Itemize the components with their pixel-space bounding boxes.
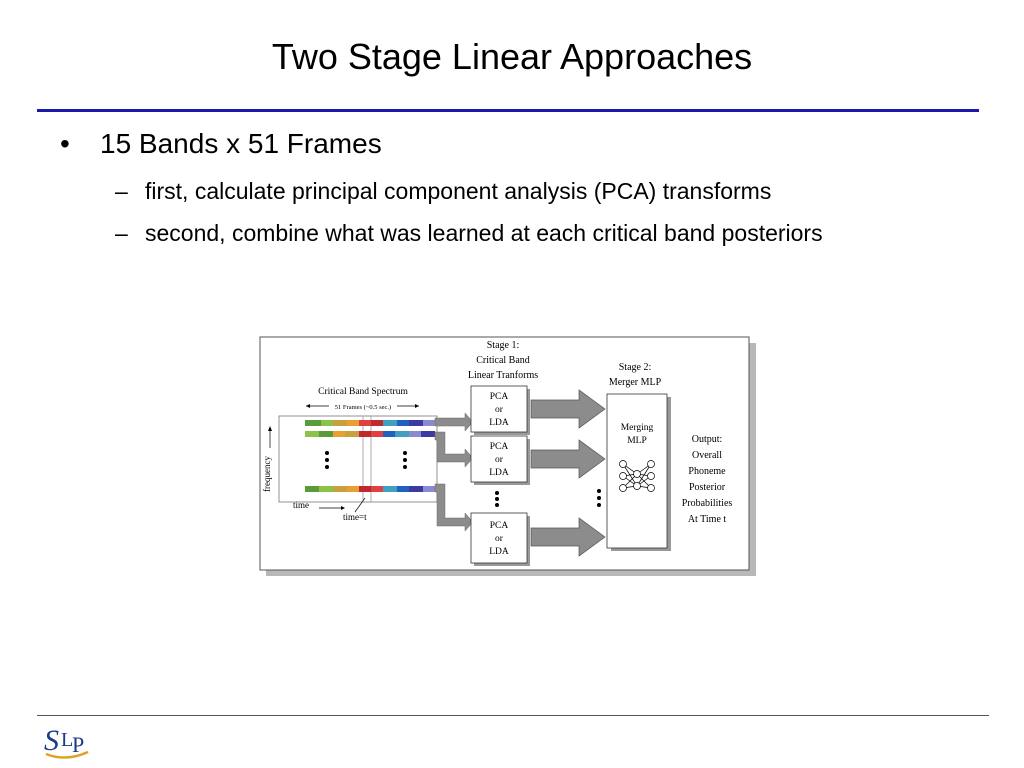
stage-arrow-top [530,389,606,429]
stage-arrow-middle [530,439,606,479]
spectrum-row-second [305,431,435,437]
spectrum-title: Critical Band Spectrum [318,387,408,397]
spectrum-row-bottom [305,486,435,492]
stage1-label-line: Stage 1: [487,340,520,351]
transform-box-line: or [495,455,504,465]
bullet-marker: • [60,128,70,159]
stage2-label-line: Stage 2: [619,362,652,373]
spectrum-ellipsis-right [403,451,407,469]
title-divider [37,109,979,112]
transform-box-line: PCA [490,442,509,452]
transform-box-line: or [495,405,504,415]
stage1-label-line: Critical Band [476,355,530,366]
time-arrowhead [341,506,345,510]
time-t-pointer [354,497,366,513]
svg-text:L: L [61,729,73,751]
stage-arrow-bottom [530,517,606,557]
bullet-text: 15 Bands x 51 Frames [100,128,382,159]
transform-box-bottom: PCA or LDA [470,512,530,566]
connector-arrow-middle [434,431,474,468]
svg-text:P: P [72,732,84,757]
output-label-line: Output: [692,434,723,445]
stage1-label-line: Linear Tranforms [468,370,538,381]
mlp-label-line: Merging [621,423,654,433]
two-stage-diagram: Stage 1: Critical Band Linear Tranforms … [259,336,756,576]
frames-arrowhead-left [306,404,310,408]
transform-box-line: LDA [489,418,509,428]
sub-bullet-text: first, calculate principal component ana… [145,178,772,204]
slide-title: Two Stage Linear Approaches [271,36,753,77]
frequency-label: frequency [262,456,272,492]
transform-box-top: PCA or LDA [470,385,530,435]
time-label: time [293,500,309,510]
spectrum-row-top [305,420,435,426]
sub-bullet-marker: – [115,178,128,204]
transform-box-line: or [495,534,504,544]
slp-logo: S L P [44,724,89,759]
stage-arrow-ellipsis [597,489,601,507]
transform-box-line: LDA [489,547,509,557]
output-label-line: Phoneme [688,466,726,477]
frames-arrowhead-right [415,404,419,408]
transform-box-line: LDA [489,468,509,478]
transform-box-line: PCA [490,521,509,531]
time-t-label: time=t [343,512,367,522]
transform-ellipsis [495,491,499,507]
output-label-line: Posterior [689,482,726,493]
output-label-line: Overall [692,450,722,461]
neural-network-icon [619,460,655,492]
frequency-arrowhead [268,426,272,431]
connector-arrow-top [434,412,474,432]
frames-label: 51 Frames (~0.5 sec.) [335,404,391,411]
svg-text:S: S [44,724,59,757]
sub-bullet-text: second, combine what was learned at each… [145,220,823,246]
spectrum-ellipsis-left [325,451,329,469]
sub-bullet-marker: – [115,220,128,246]
output-label-line: At Time t [688,514,727,525]
transform-box-line: PCA [490,392,509,402]
stage2-label-line: Merger MLP [609,377,662,388]
connector-arrow-bottom [434,483,474,532]
output-label-line: Probabilities [682,498,733,509]
footer-divider [37,715,989,716]
mlp-label-line: MLP [627,436,647,446]
transform-box-middle: PCA or LDA [470,435,530,485]
